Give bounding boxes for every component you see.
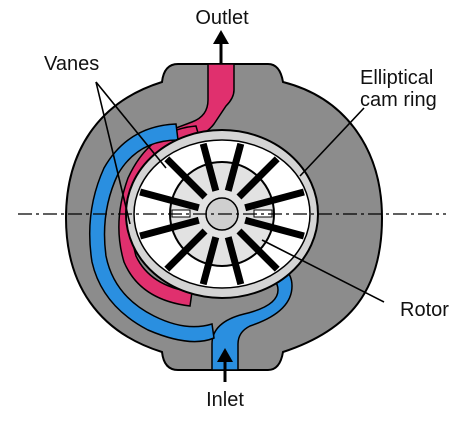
vanes-group — [139, 142, 305, 286]
vane — [224, 236, 245, 286]
rotor-leader — [261, 239, 385, 303]
vanes-label: Vanes — [44, 53, 99, 75]
vane — [236, 228, 280, 272]
vane — [139, 216, 200, 240]
inlet-kidney-port — [88, 123, 215, 343]
vane — [199, 236, 220, 286]
cam-ring-label-line2: cam ring — [360, 89, 437, 111]
cam-ring-label-line1: Elliptical — [360, 67, 433, 89]
vanes-leader-2 — [95, 81, 131, 225]
vanes-leader-1 — [95, 81, 167, 169]
vane — [244, 216, 305, 240]
outlet-label: Outlet — [195, 7, 249, 29]
rotor-assembly — [139, 142, 305, 286]
vane — [224, 142, 245, 192]
outlet-arrow — [213, 30, 229, 64]
vane — [164, 156, 208, 200]
rotor-label: Rotor — [400, 299, 449, 321]
vane — [244, 188, 305, 212]
vane — [199, 142, 220, 192]
inlet-label: Inlet — [206, 389, 244, 411]
cam-ring-leader — [299, 107, 365, 177]
leader-lines — [95, 81, 385, 303]
inlet-arrow — [217, 348, 233, 382]
vane — [236, 156, 280, 200]
vane — [164, 228, 208, 272]
vane — [139, 188, 200, 212]
